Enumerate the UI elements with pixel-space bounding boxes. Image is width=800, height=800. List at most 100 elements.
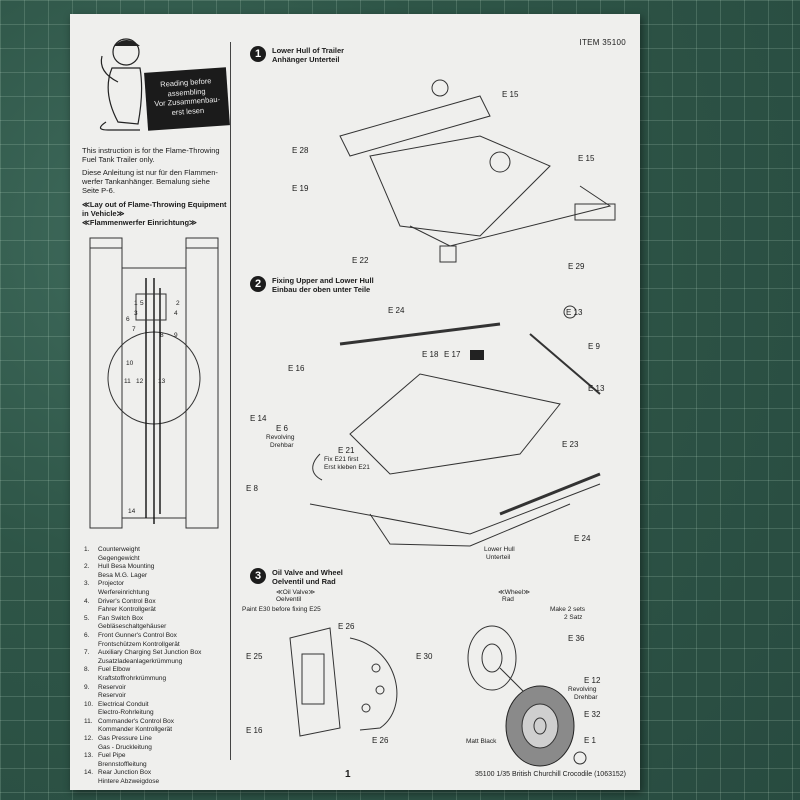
layout-number: 12 xyxy=(136,378,144,385)
step-title-en: Lower Hull of Trailer xyxy=(272,46,345,55)
legend-number: 9. xyxy=(84,683,90,691)
legend-text-de: Hintere Abzweigdose xyxy=(98,778,160,786)
part-label: E 25 xyxy=(246,652,263,661)
intro-german: Diese Anleitung ist nur für den Flammen-… xyxy=(82,168,218,195)
step-number-badge: 1 xyxy=(250,46,266,62)
part-label: E 13 xyxy=(566,308,583,317)
legend-text-de: Electro-Rohrleitung xyxy=(98,709,154,717)
part-label: E 9 xyxy=(588,342,601,351)
sub-title-en: ≪Wheel≫ xyxy=(498,589,531,596)
layout-number: 11 xyxy=(124,378,131,385)
layout-number: 1 xyxy=(134,300,138,307)
part-label: E 1 xyxy=(584,736,597,745)
layout-number: 6 xyxy=(126,316,130,323)
legend-text-en: Rear Junction Box xyxy=(98,769,152,777)
step-1-diagram xyxy=(339,79,616,263)
legend-text-de: Reservoir xyxy=(98,692,126,700)
legend-number: 6. xyxy=(84,631,90,639)
sub-title-de: Oelventil xyxy=(276,596,302,603)
part-label: E 8 xyxy=(246,484,259,493)
part-label: E 16 xyxy=(288,364,305,373)
part-note: Revolving xyxy=(266,434,295,441)
legend-number: 1. xyxy=(84,546,90,553)
layout-number: 9 xyxy=(174,332,178,339)
legend-text-en: Commander's Control Box xyxy=(98,717,175,725)
step-number-badge: 2 xyxy=(250,276,266,292)
part-note: 2 Satz xyxy=(564,614,583,621)
layout-number: 13 xyxy=(158,378,166,385)
part-note: Fix E21 first xyxy=(324,456,359,463)
legend-text-en: Electrical Conduit xyxy=(98,700,149,708)
layout-title-de: Flammenwerfer Einrichtung xyxy=(89,218,190,227)
legend-number: 3. xyxy=(84,580,90,588)
step-2-header: 2 Fixing Upper and Lower Hull Einbau der… xyxy=(250,276,374,294)
part-label: E 15 xyxy=(502,90,519,99)
step-number-badge: 3 xyxy=(250,568,266,584)
column-divider xyxy=(230,42,231,760)
intro-english: This instruction is for the Flame-Throwi… xyxy=(82,146,220,164)
part-label: E 6 xyxy=(276,424,289,433)
step-2-diagram xyxy=(309,305,601,547)
legend-number: 4. xyxy=(84,597,90,605)
part-label: E 19 xyxy=(292,184,309,193)
legend-text-de: Kraftstoffrohrkrümmung xyxy=(98,674,167,682)
part-label: E 15 xyxy=(578,154,595,163)
layout-title-en: Lay out of Flame-Throwing Equipment in V… xyxy=(82,200,227,218)
part-note: Drehbar xyxy=(574,694,598,701)
legend-text-de: Gebläseschaltgehäuser xyxy=(98,623,167,631)
legend-text-de: Brennstoffleitung xyxy=(98,760,147,768)
sub-title-en: ≪Oil Valve≫ xyxy=(276,589,316,596)
part-label: E 24 xyxy=(388,306,405,315)
paint-callout: Matt Black xyxy=(466,738,497,745)
legend-number: 11. xyxy=(84,717,93,725)
layout-number: 2 xyxy=(176,300,180,307)
part-label: E 18 xyxy=(422,350,439,359)
legend-text-en: Hull Besa Mounting xyxy=(98,563,155,571)
part-label: E 36 xyxy=(568,634,585,643)
legend-text-de: Fahrer Kontrollgerät xyxy=(98,606,156,614)
legend-text-en: Gas Pressure Line xyxy=(98,735,152,743)
oil-valve-diagram xyxy=(289,627,398,737)
paint-note: Paint E30 before fixing E25 xyxy=(242,606,321,613)
part-label: E 17 xyxy=(444,350,461,359)
step-3-header: 3 Oil Valve and Wheel Oelventil und Rad xyxy=(250,568,343,586)
part-label: E 23 xyxy=(562,440,579,449)
legend-text-de: Zusatzladeanlagerkrümmung xyxy=(98,657,183,665)
mascot-illustration xyxy=(99,38,143,131)
layout-number: 10 xyxy=(126,360,134,367)
legend-text-en: Fan Switch Box xyxy=(98,614,144,622)
layout-number: 5 xyxy=(140,300,144,307)
part-note: Lower Hull xyxy=(484,546,515,553)
step-1-header: 1 Lower Hull of Trailer Anhänger Unterte… xyxy=(250,46,344,64)
part-label: E 12 xyxy=(584,676,601,685)
legend-text-en: Auxiliary Charging Set Junction Box xyxy=(98,649,202,657)
part-label: E 22 xyxy=(352,256,369,265)
legend-text-en: Fuel Pipe xyxy=(98,752,126,760)
part-label: E 26 xyxy=(372,736,389,745)
footer-caption: 35100 1/35 British Churchill Crocodile (… xyxy=(475,771,626,778)
layout-number: 7 xyxy=(132,326,136,333)
part-note: Revolving xyxy=(568,686,597,693)
sub-title-de: Rad xyxy=(502,596,514,603)
legend-text-en: Fuel Elbow xyxy=(98,666,131,674)
legend-text-de: Gegengewicht xyxy=(98,554,140,562)
